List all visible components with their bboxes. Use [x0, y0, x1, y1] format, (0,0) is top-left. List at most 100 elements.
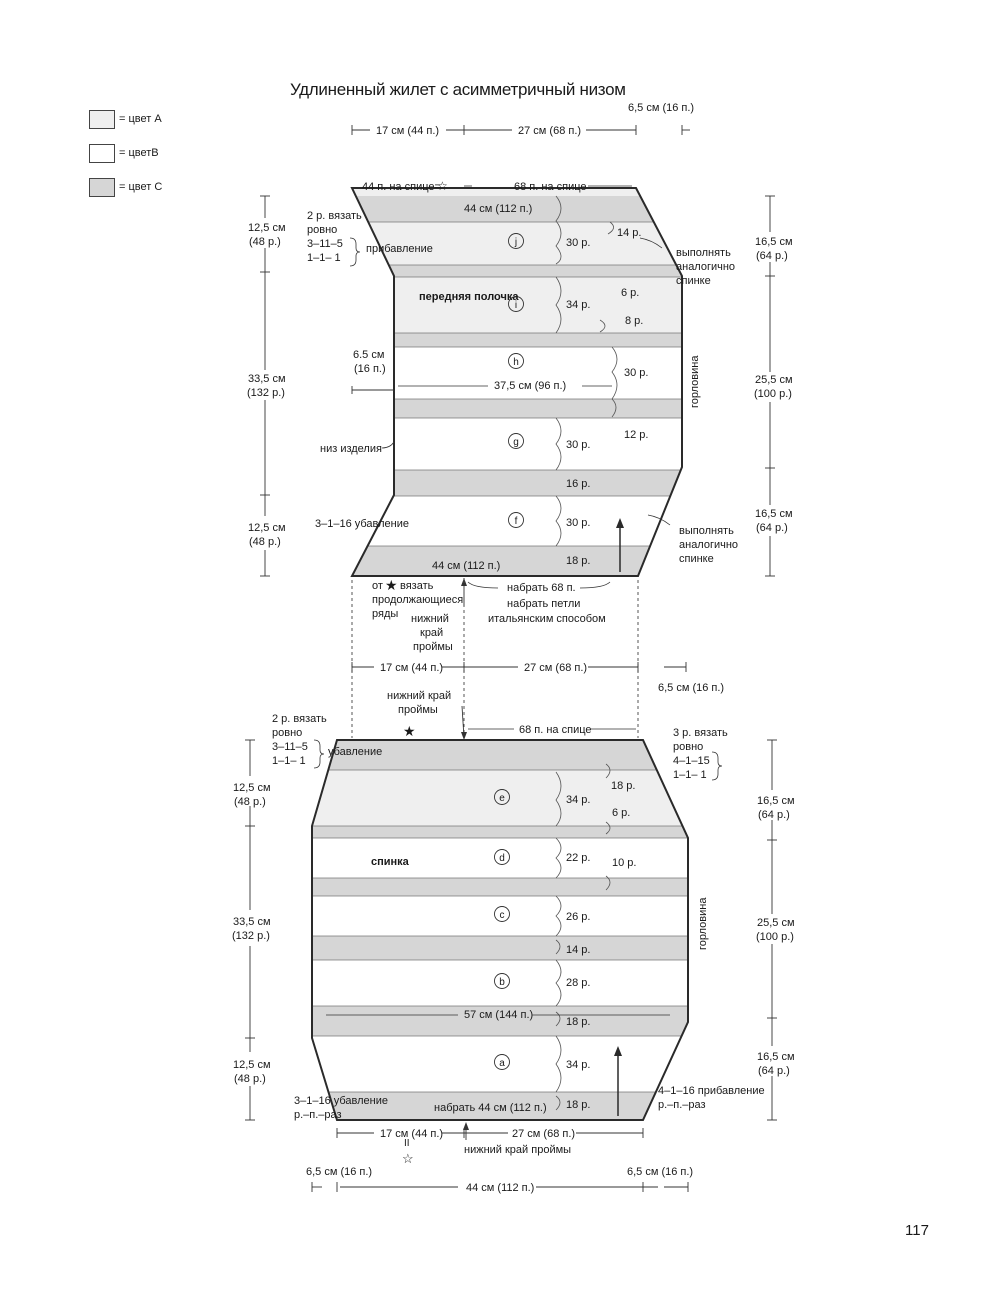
section-a-label: a: [499, 1058, 505, 1069]
front-wave-1: [555, 195, 562, 265]
front-inc-line2: ровно: [307, 224, 337, 236]
front-left-16st: (16 п.): [354, 363, 386, 375]
back-right-255: 25,5 см: [757, 917, 795, 929]
back-dec-line4: 1–1– 1: [272, 755, 306, 767]
front-right-165b: 16,5 см: [755, 508, 793, 520]
front-right-64b: (64 р.): [756, 522, 788, 534]
section-e-rows: 34 р.: [566, 794, 590, 806]
front-armhole-2: край: [420, 627, 443, 639]
front-wave-5: [555, 495, 562, 547]
front-inc-label: прибавление: [366, 243, 433, 255]
front-outline: [350, 187, 683, 577]
back-stripe-lines: [312, 769, 688, 1093]
front-stripe-c-3: [352, 333, 682, 347]
front-left-132: (132 р.): [247, 387, 285, 399]
section-a-rows: 34 р.: [566, 1059, 590, 1071]
back-equals-sign: II: [404, 1138, 410, 1149]
back-stripe-c-1: [312, 740, 688, 770]
front-piece: [350, 187, 683, 577]
front-left-48b: (48 р.): [249, 536, 281, 548]
back-left-48b: (48 р.): [234, 1073, 266, 1085]
front-inc-line1: 2 р. вязать: [307, 210, 362, 222]
front-wave-4: [555, 417, 562, 471]
front-same-back-2a: аналогично: [676, 261, 735, 273]
legend-swatch-c: [89, 177, 115, 197]
connecting-dashed-lines: [351, 580, 639, 738]
section-c-rows: 26 р.: [566, 911, 590, 923]
back-piece-name: спинка: [371, 856, 410, 868]
front-left-dimension-lines: [260, 195, 394, 577]
front-stripe-c-5: [352, 470, 682, 496]
legend-label-b: = цветВ: [119, 147, 159, 159]
front-stripe-lines: [352, 221, 682, 547]
front-rows-14: 14 р.: [617, 227, 641, 239]
legend-swatch-a: [89, 109, 115, 129]
front-row-brackets: [599, 221, 617, 418]
section-d-label: d: [499, 853, 505, 864]
section-f-rows: 30 р.: [566, 517, 590, 529]
front-wave-3: [611, 346, 618, 400]
front-stripe-c-1: [352, 196, 682, 222]
front-top-27cm: 27 см (68 п.): [518, 125, 581, 137]
section-b-label: b: [499, 977, 505, 988]
section-h-label: h: [513, 357, 519, 368]
front-stripe-b-3: [352, 496, 682, 546]
section-i-rows: 34 р.: [566, 299, 590, 311]
back-stripe-c-6: [312, 1092, 688, 1120]
section-c-label: c: [500, 910, 505, 921]
back-left-335: 33,5 см: [233, 916, 271, 928]
section-d-rows: 22 р.: [566, 852, 590, 864]
back-right-165b: 16,5 см: [757, 1051, 795, 1063]
front-inc-line4: 1–1– 1: [307, 252, 341, 264]
legend-label-c: = цвет С: [119, 181, 163, 193]
front-armhole-3: проймы: [413, 641, 453, 653]
back-right-64b: (64 р.): [758, 1065, 790, 1077]
front-from-star-1: от: [372, 580, 383, 592]
front-same-back-1a: выполнять: [676, 247, 731, 259]
back-68-on-needle: 68 п. на спице: [519, 724, 592, 736]
section-g-rows: 30 р.: [566, 439, 590, 451]
back-rows-14: 14 р.: [566, 944, 590, 956]
back-open-star-icon: ☆: [402, 1151, 414, 1166]
front-right-255: 25,5 см: [755, 374, 793, 386]
back-stripe-c-4: [312, 936, 688, 960]
section-f-label: f: [515, 516, 518, 527]
back-right-64a: (64 р.): [758, 809, 790, 821]
front-from-star-4: ряды: [372, 608, 398, 620]
back-right-165a: 16,5 см: [757, 795, 795, 807]
front-same-back-2b: аналогично: [679, 539, 738, 551]
back-dec-line3: 3–11–5: [272, 741, 308, 753]
back-top-65cm: 6,5 см (16 п.): [658, 682, 724, 694]
front-left-65cm: 6.5 см: [353, 349, 384, 361]
back-rows-18a: 18 р.: [611, 780, 635, 792]
back-rdec-line3: 4–1–15: [673, 755, 710, 767]
back-rinc-line1: 4–1–16 прибавление: [658, 1085, 765, 1097]
back-stripe-c-5: [312, 1006, 688, 1036]
front-left-48a: (48 р.): [249, 236, 281, 248]
back-right-100: (100 р.): [756, 931, 794, 943]
back-stripe-b-3: [312, 960, 688, 1006]
front-arrow-head: [616, 518, 624, 528]
front-top-65cm: 6,5 см (16 п.): [628, 102, 694, 114]
legend-color-c: = цвет С: [89, 177, 162, 197]
front-top-dimension-lines: [351, 125, 690, 135]
legend-label-a: = цвет А: [119, 113, 162, 125]
back-ldec-line2: р.–п.–раз: [294, 1109, 342, 1121]
back-rdec-line4: 1–1– 1: [673, 769, 707, 781]
front-rows-18: 18 р.: [566, 555, 590, 567]
section-j-label: j: [514, 237, 517, 248]
back-bot-65r: 6,5 см (16 п.): [627, 1166, 693, 1178]
front-stripe-c-6: [352, 546, 682, 576]
front-dec-label: 3–1–16 убавление: [315, 518, 409, 530]
back-armhole-2: проймы: [398, 704, 438, 716]
front-right-dimension-lines: [765, 195, 775, 577]
back-rows-18c: 18 р.: [566, 1099, 590, 1111]
back-filled-star-icon: ★: [403, 723, 416, 739]
front-top-17cm: 17 см (44 п.): [376, 125, 439, 137]
front-68-on-needle: 68 п. на спице: [514, 181, 587, 193]
back-ldec-line1: 3–1–16 убавление: [294, 1095, 388, 1107]
front-cast-2: набрать петли: [507, 598, 580, 610]
back-rinc-line2: р.–п.–раз: [658, 1099, 706, 1111]
front-width-top: 44 см (112 п.): [464, 203, 532, 215]
